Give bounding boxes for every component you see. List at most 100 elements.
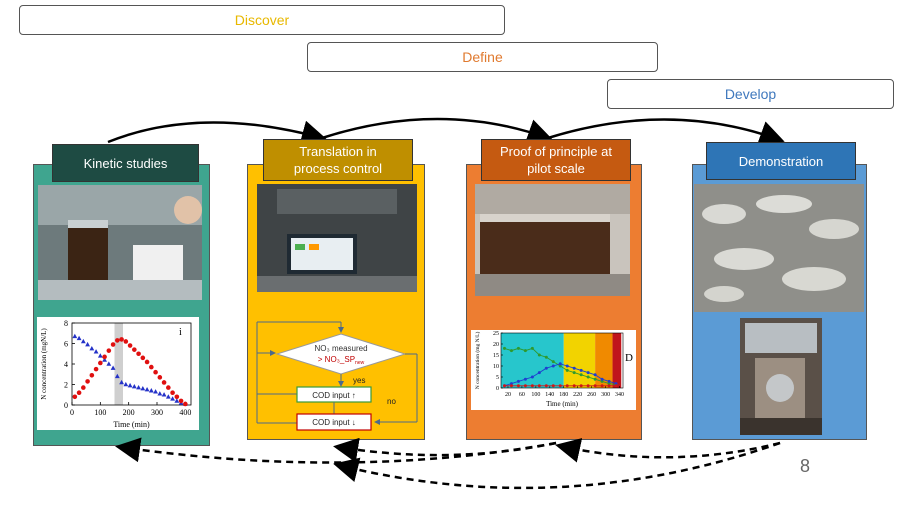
feedback-arrow-3 <box>555 438 781 463</box>
chart2-data-point <box>544 384 548 388</box>
chart2-phase-band <box>595 333 613 388</box>
chart1-circle-point <box>115 338 120 343</box>
lab-reactor-photo-art <box>38 185 202 300</box>
chart1-triangle-point <box>119 379 124 385</box>
chart2-y-tick-label: 10 <box>493 364 499 370</box>
chart1-circle-point <box>89 372 95 378</box>
chart2-data-point <box>502 384 506 388</box>
chart1-circle-point <box>127 343 133 348</box>
chart1-triangle-point <box>127 382 133 388</box>
chart2-x-tick-label: 340 <box>615 392 624 398</box>
chart2-y-tick-label: 15 <box>493 353 499 359</box>
chart2-phase-band <box>563 333 596 388</box>
phase-discover-label: Discover <box>234 12 290 28</box>
chart2-x-tick-label: 100 <box>531 392 540 398</box>
chart2-data-point <box>537 384 541 388</box>
title-process-control: Translation in process control <box>263 139 413 181</box>
chart1-y-tick-label: 2 <box>64 381 68 390</box>
chart2-data-point <box>544 366 548 370</box>
chart2-data-point <box>614 384 618 388</box>
chart2-data-point <box>530 384 534 388</box>
chart2-data-point <box>558 362 562 366</box>
decision-text-2: > NO₃_SPnew <box>318 355 365 366</box>
chart2-data-point <box>530 375 534 379</box>
chart1-triangle-point <box>170 396 175 401</box>
chart2-x-tick-label: 60 <box>519 392 525 398</box>
chart1-shaded-region <box>114 323 123 405</box>
chart1-triangle-point <box>80 338 86 344</box>
chart1-triangle-point <box>131 383 137 389</box>
chart2-data-point <box>558 384 562 388</box>
phase-develop: Develop <box>607 79 894 109</box>
chart1-triangle-point <box>85 341 90 347</box>
chart1-triangle-point <box>174 398 180 403</box>
phase-define: Define <box>307 42 658 72</box>
chart1-circle-point <box>144 359 150 365</box>
chart1-y-tick-label: 8 <box>64 319 68 328</box>
title-kinetic-studies: Kinetic studies <box>52 144 199 182</box>
pilot-reactors-photo <box>475 184 630 296</box>
chart1-triangle-point <box>102 357 107 362</box>
chart1-circle-point <box>153 369 158 375</box>
phase-develop-label: Develop <box>724 86 777 102</box>
chart1-circle-point <box>98 360 103 366</box>
chart2-data-point <box>572 371 576 375</box>
chart2-data-point <box>551 384 555 388</box>
chart1-x-tick-label: 100 <box>94 408 106 417</box>
chart2-data-point <box>565 384 569 388</box>
analyzer-equipment-photo <box>740 318 822 435</box>
chart2-data-point <box>579 384 583 388</box>
chart2-y-tick-label: 0 <box>496 386 499 392</box>
chart1-circle-point <box>136 351 141 357</box>
chart1-triangle-point <box>157 391 163 396</box>
forward-arrow-1 <box>107 120 327 145</box>
lab-reactor-photo <box>38 185 202 300</box>
chart1-circle-point <box>170 390 175 395</box>
chart1-circle-point <box>85 379 90 384</box>
chart2-y-tick-label: 25 <box>493 331 499 337</box>
analyzer-equipment-photo-art <box>740 318 822 435</box>
chart2-x-tick-label: 220 <box>573 392 582 398</box>
chart2-data-point <box>558 364 562 368</box>
chart2-data-point <box>565 368 569 372</box>
chart2-x-tick-label: 180 <box>559 392 568 398</box>
chart2-data-point <box>593 373 597 377</box>
pilot-reactors-photo-art <box>475 184 630 296</box>
chart2-data-point <box>551 364 555 368</box>
chart2-data-point <box>600 384 604 388</box>
chart1-circle-point <box>149 364 154 370</box>
chart2-data-point <box>516 346 520 350</box>
chart2-x-tick-label: 140 <box>545 392 554 398</box>
chart1-y-tick-label: 4 <box>64 360 68 369</box>
chart2-x-tick-label: 20 <box>505 392 511 398</box>
title-demonstration: Demonstration <box>706 142 856 180</box>
chart1-x-tick-label: 200 <box>123 408 135 417</box>
chart1-circle-point <box>161 380 167 385</box>
feedback-arrow-1 <box>115 437 557 464</box>
page-number: 8 <box>800 456 811 476</box>
title-kinetic-studies-text: Kinetic studies <box>83 155 168 171</box>
chart1-y-tick-label: 0 <box>64 401 68 410</box>
chart1-circle-point <box>106 348 112 353</box>
chart1-circle-point <box>102 354 107 360</box>
chart2-data-point <box>544 355 548 359</box>
chart2-phase-band <box>612 333 622 388</box>
chart1-x-tick-label: 300 <box>151 408 163 417</box>
chart2-data-point <box>537 371 541 375</box>
chart2-data-point <box>572 366 576 370</box>
chart2-x-axis-label: Time (min) <box>546 400 578 408</box>
chart1-circle-point <box>132 347 137 352</box>
chart1-circle-point <box>110 342 116 347</box>
chart1-triangle-point <box>106 361 112 366</box>
chart1-triangle-point <box>148 388 154 393</box>
chart1-triangle-point <box>114 373 120 379</box>
chart2-data-point <box>600 379 604 383</box>
chart1-circle-point <box>183 401 188 407</box>
chart1-triangle-point <box>72 333 78 339</box>
cod-down-label: COD input ↓ <box>312 418 356 427</box>
chart2-data-point <box>579 368 583 372</box>
chart1-circle-point <box>72 394 78 400</box>
chart1-circle-point <box>166 385 171 390</box>
